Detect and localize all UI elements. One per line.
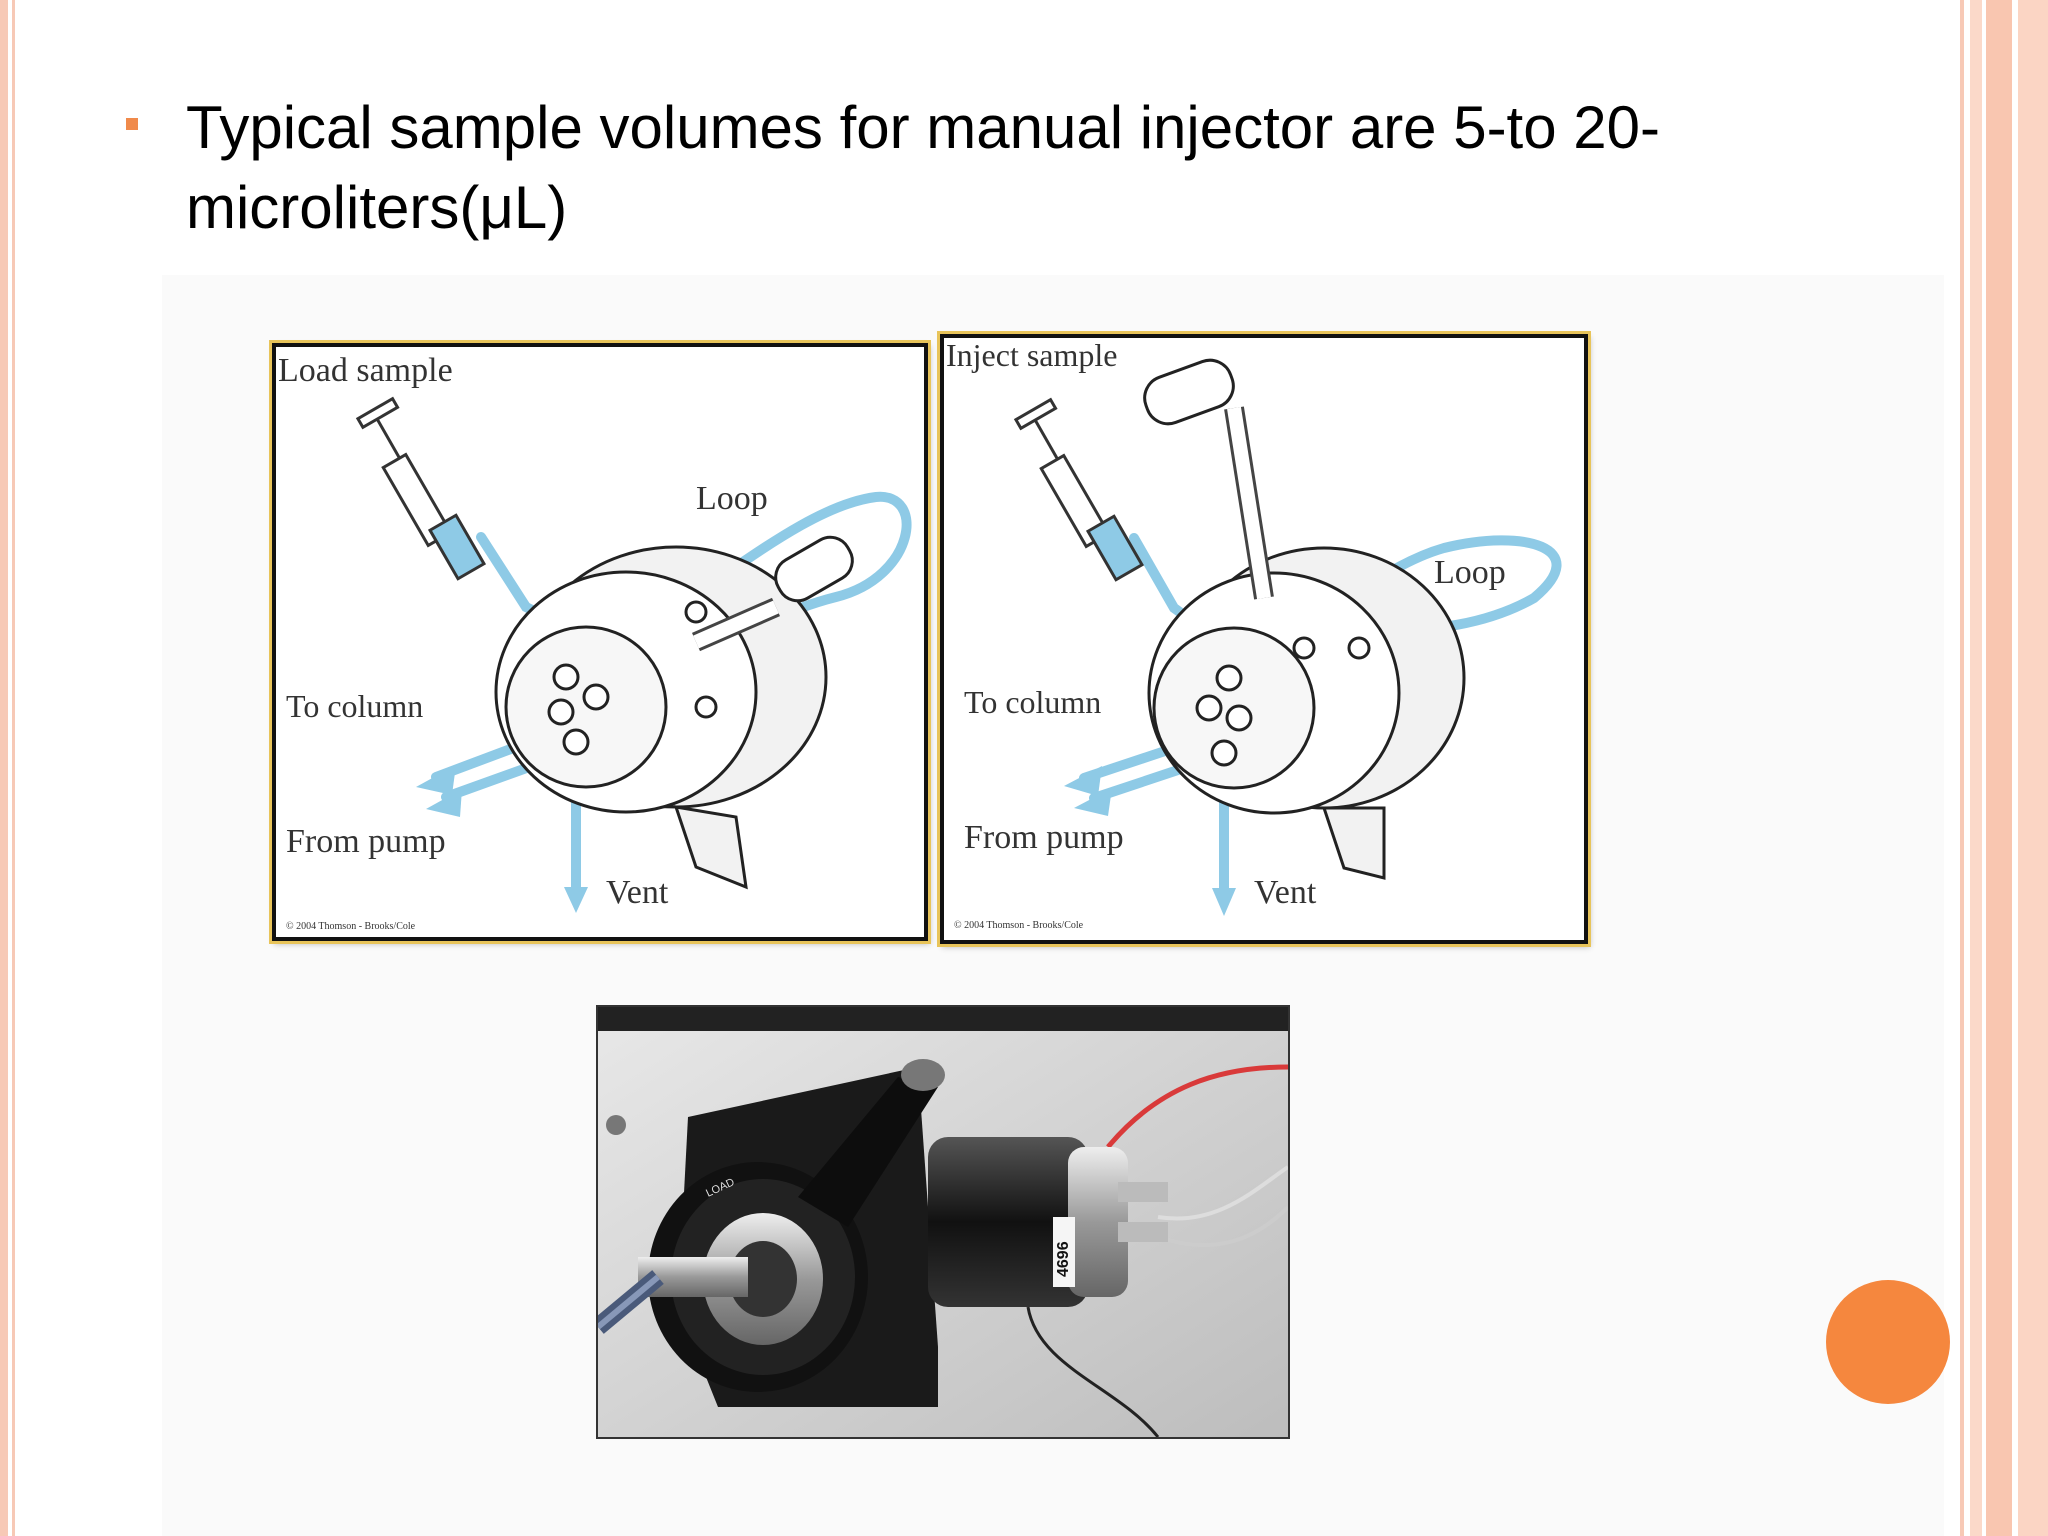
inject-sample-diagram: Inject sample Loop To column From pump V… (937, 331, 1591, 947)
flow-arrowheads (416, 765, 588, 913)
load-to-column-label: To column (286, 688, 423, 724)
inject-to-column-label: To column (964, 684, 1101, 720)
injector-photo-graphic: 4696 LOAD (598, 1007, 1288, 1437)
inject-diagram-graphic: Inject sample Loop To column From pump V… (946, 338, 1562, 931)
load-diagram-title: Load sample (278, 352, 453, 389)
flow-arrowheads (1064, 766, 1236, 916)
manual-injector-photo: 4696 LOAD (596, 1005, 1290, 1439)
rotor-valve-icon (494, 535, 854, 890)
load-sample-diagram: Load sample Loop To column From pump Ven… (269, 340, 931, 944)
inject-loop-label: Loop (1434, 554, 1506, 591)
inject-credit: © 2004 Thomson - Brooks/Cole (954, 920, 1084, 931)
load-diagram-graphic: Load sample Loop To column From pump Ven… (278, 352, 912, 932)
syringe-icon (1013, 397, 1145, 582)
right-border-line (1960, 0, 1964, 1536)
inject-diagram-title: Inject sample (946, 338, 1117, 373)
part-number-label: 4696 (1055, 1241, 1072, 1277)
left-border-stripe (0, 0, 8, 1536)
syringe-icon (355, 396, 487, 581)
load-credit: © 2004 Thomson - Brooks/Cole (286, 921, 416, 932)
right-border-stripe-3 (2018, 0, 2048, 1536)
left-border-line (12, 0, 15, 1536)
accent-circle (1826, 1280, 1950, 1404)
load-vent-label: Vent (606, 874, 669, 911)
bullet-text: Typical sample volumes for manual inject… (186, 94, 1660, 241)
right-border-stripe-2 (1986, 0, 2012, 1536)
bullet-square-icon (126, 118, 138, 130)
right-border-stripe-1 (1970, 0, 1982, 1536)
rotor-valve-icon (1143, 358, 1466, 880)
inject-vent-label: Vent (1254, 874, 1317, 911)
inject-from-pump-label: From pump (964, 819, 1124, 856)
load-loop-label: Loop (696, 480, 768, 517)
load-from-pump-label: From pump (286, 823, 446, 860)
